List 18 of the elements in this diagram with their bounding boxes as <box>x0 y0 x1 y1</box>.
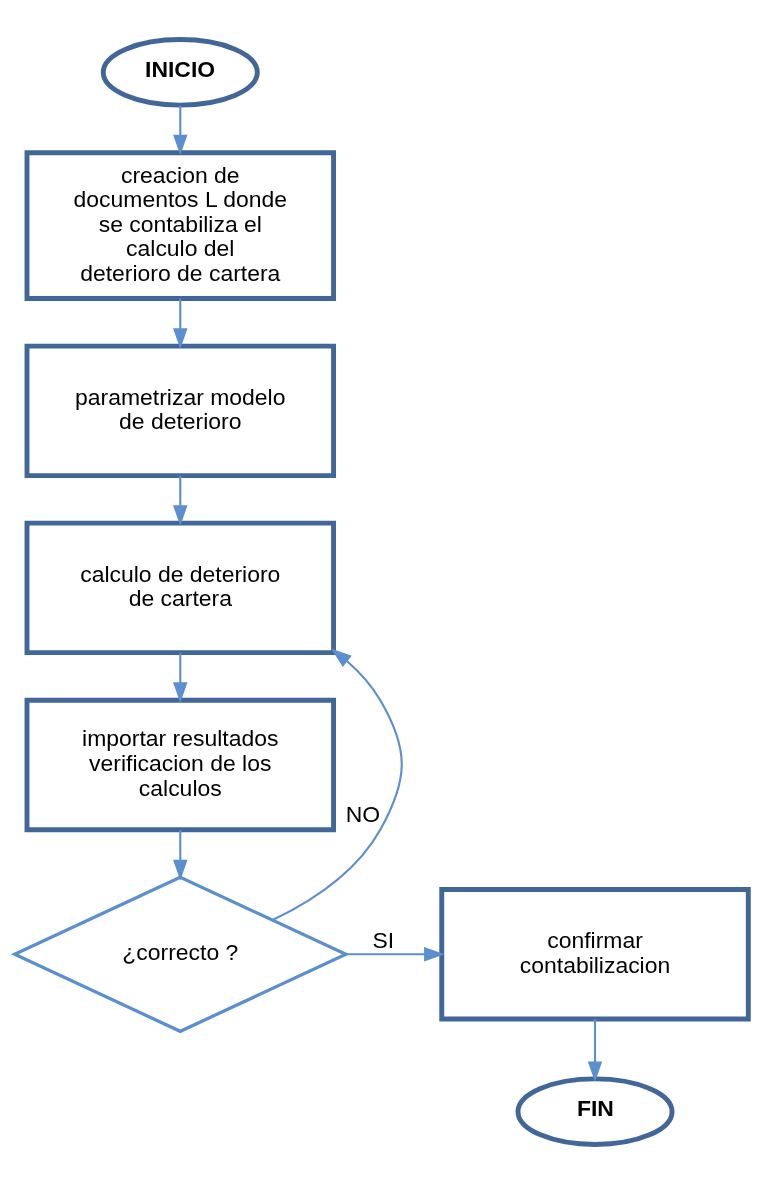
node-box: confirmar contabilizacion <box>439 887 751 1022</box>
node-ellipse: FIN <box>515 1076 675 1147</box>
edge-label: NO <box>345 801 381 828</box>
arrow <box>173 298 188 349</box>
arrow <box>173 105 188 156</box>
arrow <box>346 947 445 962</box>
node-box: parametrizar modelo de deterioro <box>24 343 336 479</box>
node-box: importar resultados verificacion de los calculos <box>24 697 336 833</box>
arrow <box>173 652 188 704</box>
node-ellipse: INICIO <box>100 37 260 108</box>
edge-label: SI <box>372 927 395 954</box>
arrow <box>173 475 188 526</box>
node-box: calculo de deterioro de cartera <box>24 520 336 656</box>
arrow <box>587 1019 603 1083</box>
arrow <box>272 648 403 922</box>
node-box: creacion de documentos L donde se contabiliza el calculo del deterioro de cartera <box>24 150 336 302</box>
arrow <box>173 830 188 881</box>
node-diamond: ¿correcto ? <box>10 875 350 1034</box>
